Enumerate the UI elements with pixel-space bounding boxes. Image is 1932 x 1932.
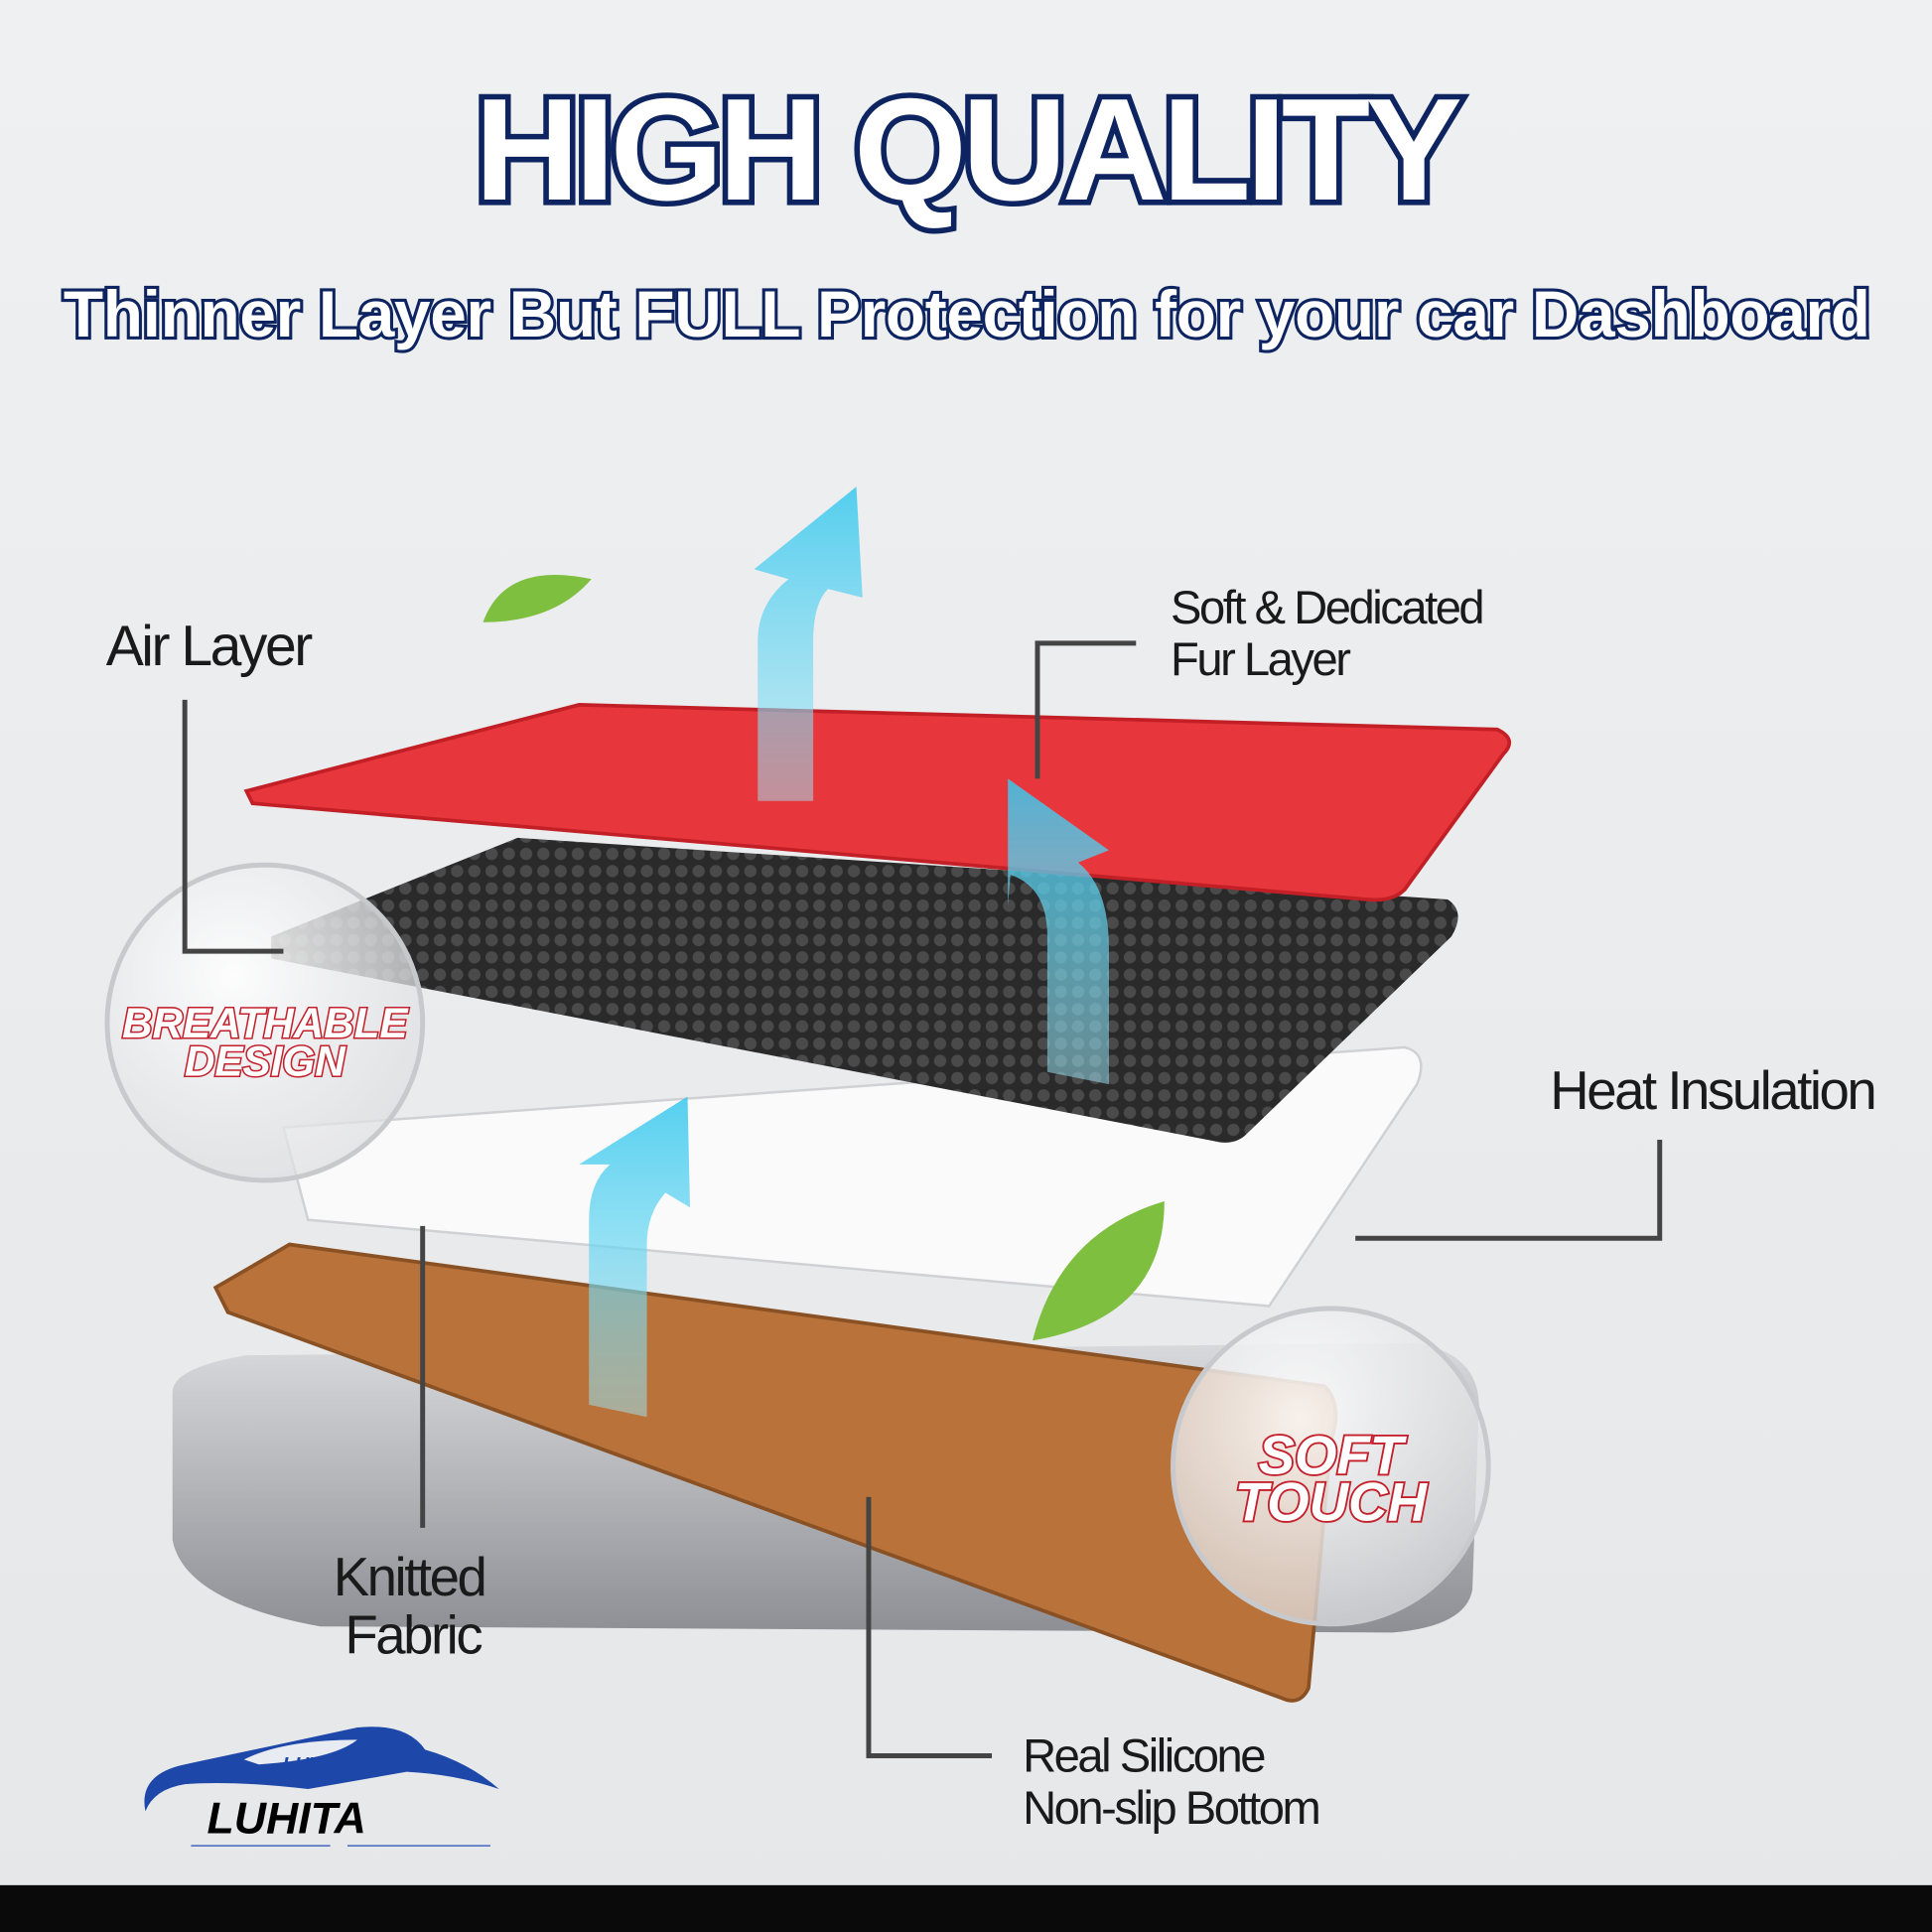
label-fur-layer: Soft & Dedicated: [1171, 581, 1482, 633]
soft-touch-badge: SOFT TOUCH: [1171, 1306, 1491, 1627]
label-knitted-fabric: Fabric: [345, 1605, 482, 1666]
breathable-design-badge: BREATHABLE DESIGN: [104, 862, 426, 1183]
label-fur-layer: Fur Layer: [1171, 632, 1350, 685]
leaf-icon: [1033, 1201, 1165, 1341]
airflow-arrow-icon: [579, 1096, 690, 1418]
label-air-layer: Air Layer: [106, 615, 314, 678]
badge-text: DESIGN: [185, 1037, 346, 1084]
logo-brand: LUHITA: [207, 1795, 366, 1844]
airflow-arrow-icon: [754, 486, 863, 801]
badge-text: SOFT: [1259, 1425, 1408, 1485]
subtitle: Thinner Layer But FULL Protection for yo…: [64, 277, 1868, 350]
logo-emblem: LHT: [283, 1753, 323, 1775]
label-knitted-fabric: Knitted: [334, 1547, 485, 1607]
badge-text: BREATHABLE: [122, 1000, 409, 1046]
page-title: HIGH QUALITY: [475, 69, 1460, 231]
airflow-arrow-icon: [1008, 778, 1109, 1085]
label-silicone-bottom: Non-slip Bottom: [1023, 1781, 1318, 1834]
fur-layer: [243, 703, 1512, 902]
leader-lines: [182, 640, 1663, 1759]
badge-text: TOUCH: [1235, 1471, 1429, 1532]
label-silicone-bottom: Real Silicone: [1023, 1729, 1265, 1782]
air-layer: [271, 837, 1458, 1143]
bottom-bar: [0, 1884, 1932, 1932]
luhita-logo: LHT LUHITA: [144, 1726, 499, 1848]
leaf-icon: [483, 575, 592, 622]
label-heat-insulation: Heat Insulation: [1550, 1060, 1874, 1121]
